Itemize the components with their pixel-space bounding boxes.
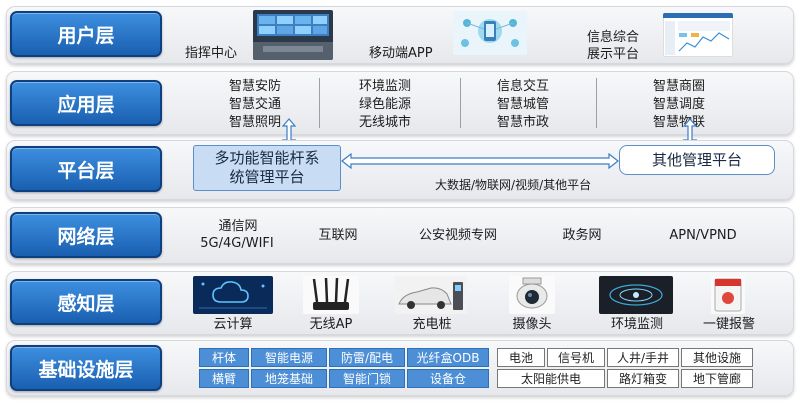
app-group-3-item-3: 智慧市政 [496, 115, 549, 130]
camera-label: 摄像头 [512, 317, 552, 332]
network-police-video-label: 公安视频专网 [418, 228, 497, 243]
smart-pole-platform-line-2: 统管理平台 [229, 168, 305, 186]
layer-label-network: 网络层 [10, 212, 162, 258]
app-group-2-item-3: 无线城市 [358, 115, 411, 130]
wireless-ap-image [303, 276, 359, 314]
app-group-1-item-1: 智慧安防 [228, 79, 281, 94]
command-center-image [253, 10, 333, 60]
infra-streetlight-transformer: 路灯箱变 [607, 369, 679, 388]
network-internet-label: 互联网 [318, 228, 358, 243]
app-group-3-item-1: 信息交互 [496, 79, 549, 94]
infra-lightning-distribution: 防雷/配电 [329, 348, 405, 367]
infra-equipment-cabin: 设备仓 [407, 369, 489, 388]
cloud-computing-image [193, 276, 273, 314]
layer-label-user: 用户层 [10, 11, 162, 57]
platform-link-label: 大数据/物联网/视频/其他平台 [435, 178, 592, 192]
app-group-1-item-3: 智慧照明 [228, 115, 281, 130]
app-group-4-item-3: 智慧物联 [652, 115, 705, 130]
infra-smart-power: 智能电源 [251, 348, 327, 367]
infra-pole: 杆体 [199, 348, 249, 367]
command-center-label: 指挥中心 [185, 46, 238, 61]
infra-battery: 电池 [497, 348, 545, 367]
camera-image [509, 276, 555, 314]
cloud-computing-label: 云计算 [213, 317, 253, 332]
network-gov-label: 政务网 [562, 228, 602, 243]
app-group-1-item-2: 智慧交通 [228, 97, 281, 112]
app-group-2-item-2: 绿色能源 [358, 97, 411, 112]
smart-pole-platform-box: 多功能智能杆系 统管理平台 [193, 145, 341, 191]
app-group-4-item-1: 智慧商圈 [652, 79, 705, 94]
infra-cage-foundation: 地笼基础 [251, 369, 327, 388]
layer-label-sensing: 感知层 [10, 279, 162, 325]
platform-link-arrow [341, 153, 619, 169]
network-comm-label-2: 5G/4G/WIFI [200, 236, 274, 251]
smart-pole-platform-line-1: 多功能智能杆系 [214, 149, 320, 167]
mobile-app-label: 移动端APP [369, 46, 433, 61]
app-group-2-item-1: 环境监测 [358, 79, 411, 94]
info-display-label-2: 展示平台 [587, 47, 640, 62]
infra-manhole: 人井/手井 [607, 348, 679, 367]
wireless-ap-label: 无线AP [309, 317, 353, 332]
mobile-app-image [453, 11, 527, 55]
infra-solar-power: 太阳能供电 [497, 369, 605, 388]
layer-label-application: 应用层 [10, 80, 162, 126]
charging-pile-image [395, 276, 467, 314]
info-display-label-1: 信息综合 [587, 30, 640, 45]
user-layer-row: 用户层 指挥中心 移动端APP 信息综合 展示平台 [6, 6, 794, 64]
charging-pile-label: 充电桩 [412, 317, 452, 332]
layer-label-infrastructure: 基础设施层 [10, 345, 162, 391]
network-apn-label: APN/VPND [669, 228, 737, 243]
other-platform-box: 其他管理平台 [619, 145, 775, 175]
infrastructure-layer-row: 基础设施层 杆体 智能电源 防雷/配电 光纤盒ODB 横臂 地笼基础 智能门锁 … [6, 340, 794, 396]
sos-alarm-label: 一键报警 [702, 317, 755, 332]
app-divider-1 [319, 78, 320, 128]
infra-signal-machine: 信号机 [547, 348, 605, 367]
infra-utility-tunnel: 地下管廊 [681, 369, 753, 388]
environment-monitor-label: 环境监测 [610, 317, 663, 332]
sos-alarm-image [711, 276, 745, 314]
app-group-3-item-2: 智慧城管 [496, 97, 549, 112]
sensing-layer-row: 感知层 云计算 无线AP 充电桩 [6, 271, 794, 335]
environment-monitor-image [599, 276, 673, 314]
infra-fiber-box: 光纤盒ODB [407, 348, 489, 367]
other-platform-label: 其他管理平台 [651, 150, 742, 169]
application-layer-row: 应用层 智慧安防 智慧交通 智慧照明 环境监测 绿色能源 无线城市 信息交互 智… [6, 71, 794, 135]
infra-smart-lock: 智能门锁 [329, 369, 405, 388]
infra-crossarm: 横臂 [199, 369, 249, 388]
app-divider-2 [460, 78, 461, 128]
platform-layer-row: 平台层 多功能智能杆系 统管理平台 大数据/物联网/视频/其他平台 其他管理平台 [6, 140, 794, 200]
layer-label-platform: 平台层 [10, 146, 162, 192]
info-display-image [663, 13, 733, 57]
app-divider-3 [596, 78, 597, 128]
app-group-4-item-2: 智慧调度 [652, 97, 705, 112]
network-layer-row: 网络层 通信网 5G/4G/WIFI 互联网 公安视频专网 政务网 APN/VP… [6, 207, 794, 264]
infra-other-facilities: 其他设施 [681, 348, 753, 367]
network-comm-label-1: 通信网 [218, 219, 258, 234]
